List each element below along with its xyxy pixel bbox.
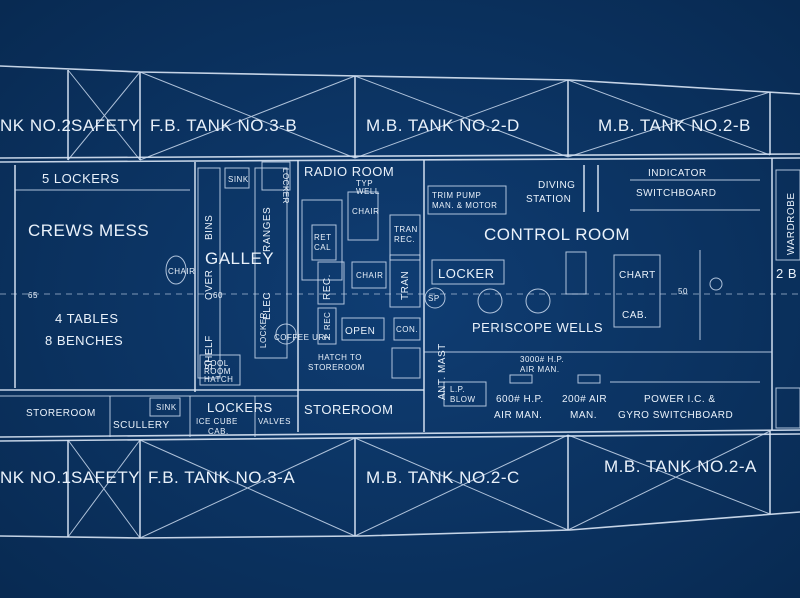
cool-room-label-3: HATCH (204, 375, 233, 384)
hull-lines (0, 65, 800, 539)
frame-60-label: 60 (213, 291, 223, 300)
mb-tank-2d-label: M.B. TANK NO.2-D (366, 116, 520, 135)
mess-tables-label: 4 TABLES (55, 311, 119, 326)
scullery-label: SCULLERY (113, 420, 170, 431)
icecube-label-1: ICE CUBE (196, 417, 238, 426)
tank-no1-label: NK NO.1 (0, 468, 72, 487)
air200-label-2: MAN. (570, 410, 597, 421)
fb-tank-3b-label: F.B. TANK NO.3-B (150, 116, 297, 135)
frame-50-label: 50 (678, 287, 688, 296)
tran-rec-label-1: TRAN (394, 225, 418, 234)
ret-cal-label-1: RET (314, 233, 332, 242)
lower-rooms: STOREROOM SCULLERY SINK LOCKERS ICE CUBE… (26, 400, 394, 436)
upper-tank-dividers (67, 69, 771, 161)
chart-cab-label: CAB. (622, 310, 647, 321)
lower-tank-dividers (67, 430, 771, 539)
scullery-sink-label: SINK (156, 403, 177, 412)
hatch-label-2: STOREROOM (308, 363, 365, 372)
trim-pump-label-1: TRIM PUMP (432, 191, 481, 200)
fb-tank-3a-label: F.B. TANK NO.3-A (148, 468, 295, 487)
air200-label-1: 200# AIR (562, 394, 607, 405)
hatch-label-1: HATCH TO (318, 353, 362, 362)
sp-label: SP (428, 294, 440, 303)
radio-chair-label: CHAIR (352, 207, 379, 216)
typewell-label-1: TYP (356, 179, 373, 188)
diving-label-1: DIVING (538, 180, 575, 191)
mb-tank-2c-label: M.B. TANK NO.2-C (366, 468, 520, 487)
power-label-2: GYRO SWITCHBOARD (618, 410, 733, 421)
cool-room-label-1: COOL (204, 359, 229, 368)
control-room: TRIM PUMP MAN. & MOTOR DIVING STATION IN… (428, 168, 733, 421)
control-room-title: CONTROL ROOM (484, 225, 630, 244)
open-label: OPEN (345, 326, 375, 337)
crews-mess-title: CREWS MESS (28, 221, 149, 240)
trim-pump-label-2: MAN. & MOTOR (432, 201, 497, 210)
icecube-label-2: CAB. (208, 427, 229, 436)
compartment-walls (0, 158, 800, 437)
indicator-label-2: SWITCHBOARD (636, 188, 717, 199)
hp-air-label-2: AIR MAN. (520, 365, 560, 374)
storeroom-mid-label: STOREROOM (304, 402, 394, 417)
galley: SINK LOCKER GALLEY SHELF OVER BINS ELEC … (204, 168, 331, 384)
radio-room: RADIO ROOM TYP WELL CHAIR TRAN REC. RET … (304, 164, 418, 372)
t-rec-label: T. REC (323, 312, 332, 340)
crews-mess: 5 LOCKERS CREWS MESS CHAIR 65 4 TABLES 8… (28, 171, 195, 348)
right-edge: WARDROBE 2 B (776, 192, 797, 281)
hp-air-label-1: 3000# H.P. (520, 355, 564, 364)
typewell-label-2: WELL (356, 187, 380, 196)
tank-no2-label: NK NO.2 (0, 116, 72, 135)
berth-label: 2 B (776, 266, 797, 281)
cool-room-label-2: ROOM (204, 367, 231, 376)
control-locker-label: LOCKER (438, 266, 494, 281)
galley-over-label: OVER (204, 270, 215, 300)
frame-65-label: 65 (28, 291, 38, 300)
ret-cal-label-2: CAL (314, 243, 331, 252)
lp-blow-label-1: L.P. (450, 385, 465, 394)
tran-rec-label-2: REC. (394, 235, 415, 244)
galley-shelf-label: SHELF (204, 335, 215, 370)
radio-room-title: RADIO ROOM (304, 164, 394, 179)
lp-blow-label-2: BLOW (450, 395, 476, 404)
galley-bins-label: BINS (204, 215, 215, 240)
lower-tank-labels: NK NO.1 SAFETY F.B. TANK NO.3-A M.B. TAN… (0, 457, 757, 487)
valves-label: VALVES (258, 417, 291, 426)
mb-tank-2a-label: M.B. TANK NO.2-A (604, 457, 757, 476)
con-label: CON. (396, 325, 418, 334)
air600-label-2: AIR MAN. (494, 410, 542, 421)
galley-sink-label: SINK (228, 175, 249, 184)
galley-locker-top-label: LOCKER (281, 168, 290, 204)
radio-chair2-label: CHAIR (356, 271, 383, 280)
tran-label: TRAN (400, 271, 411, 300)
galley-locker-label: LOCKER (259, 312, 268, 348)
galley-elec-label: ELEC (262, 292, 273, 320)
ant-mast-label: ANT. MAST (437, 343, 448, 400)
safety-lower-label: SAFETY (71, 468, 140, 487)
indicator-label-1: INDICATOR (648, 168, 707, 179)
diving-label-2: STATION (526, 194, 571, 205)
mb-tank-2b-label: M.B. TANK NO.2-B (598, 116, 751, 135)
power-label-1: POWER I.C. & (644, 394, 716, 405)
galley-ranges-label: RANGES (262, 207, 273, 252)
mess-lockers-label: 5 LOCKERS (42, 171, 119, 186)
rec-label: REC. (322, 274, 333, 300)
mess-chair-label: CHAIR (168, 267, 195, 276)
storeroom-left-label: STOREROOM (26, 408, 96, 419)
safety-upper-label: SAFETY (71, 116, 140, 135)
coffee-urn-label: COFFEE URN (274, 333, 331, 342)
wardrobe-label: WARDROBE (786, 192, 797, 255)
mess-benches-label: 8 BENCHES (45, 333, 123, 348)
periscope-wells-label: PERISCOPE WELLS (472, 320, 603, 335)
chart-label: CHART (619, 270, 656, 281)
lockers-label: LOCKERS (207, 400, 273, 415)
air600-label-1: 600# H.P. (496, 394, 544, 405)
galley-title: GALLEY (205, 249, 274, 268)
upper-tank-labels: NK NO.2 SAFETY F.B. TANK NO.3-B M.B. TAN… (0, 116, 751, 135)
